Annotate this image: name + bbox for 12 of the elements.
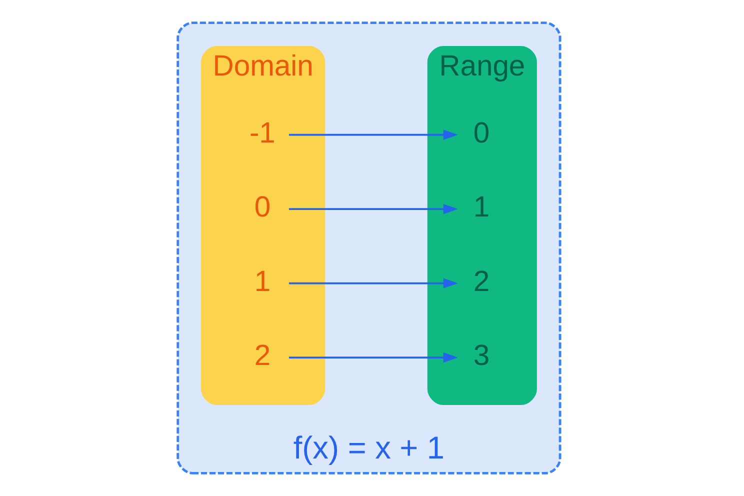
node-text: 0 — [473, 117, 490, 150]
node-text: 3 — [473, 340, 490, 372]
arrow — [288, 278, 458, 288]
arrow — [288, 130, 458, 140]
node-text: -1 — [249, 117, 276, 150]
node-text: 2 — [473, 266, 490, 298]
arrow — [288, 204, 458, 214]
node-text: 2 — [254, 340, 271, 372]
arrow — [288, 352, 458, 363]
node-text: 0 — [254, 192, 271, 224]
node-text: 1 — [254, 266, 271, 298]
node-text: 1 — [473, 192, 490, 224]
